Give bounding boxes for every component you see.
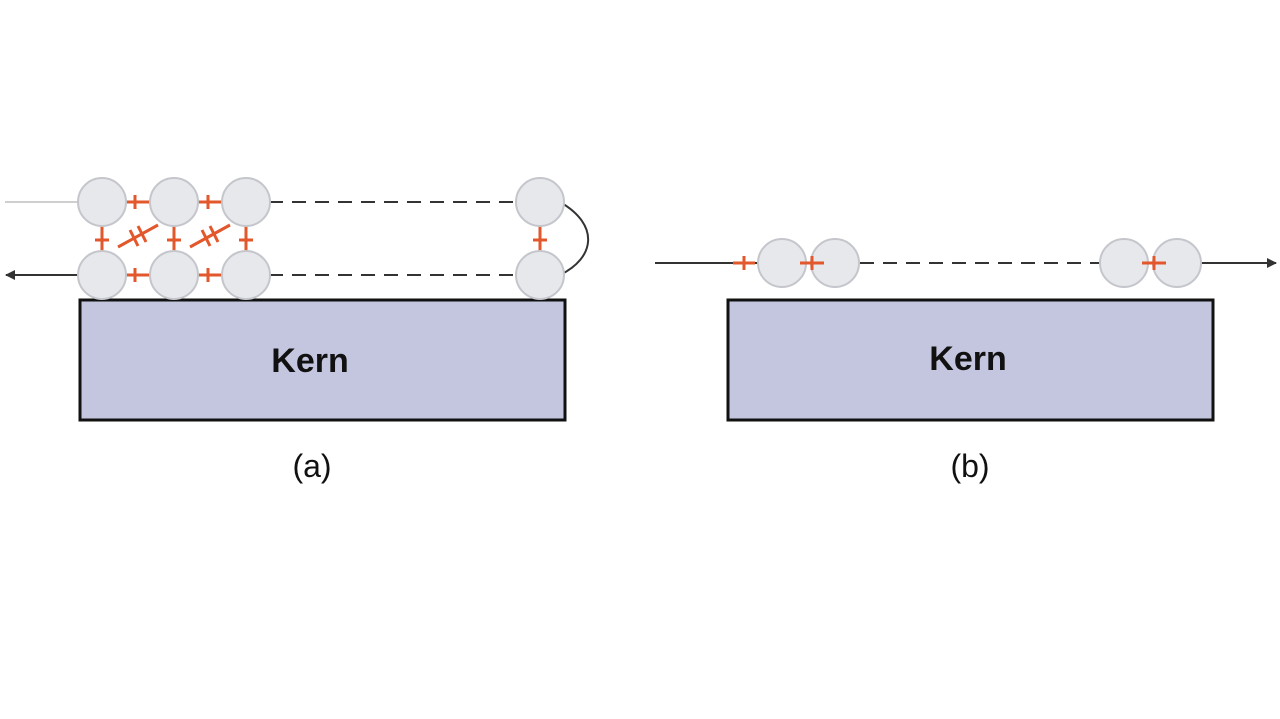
hairpin-loop (559, 201, 590, 276)
bead (149, 250, 199, 300)
bead (221, 250, 271, 300)
bead (149, 177, 199, 227)
bead (221, 177, 271, 227)
bead (1099, 238, 1149, 288)
bond-group-vertical-a (95, 226, 547, 251)
bond-group-b (733, 256, 1166, 270)
panel-caption-b: (b) (950, 448, 989, 484)
bead (515, 250, 565, 300)
bead (515, 177, 565, 227)
bead-group-b (757, 238, 1202, 288)
bead (77, 250, 127, 300)
core-block-b (726, 298, 1215, 422)
core-label-a: Kern (271, 342, 348, 380)
panel-caption-a: (a) (292, 448, 331, 484)
bead (757, 238, 807, 288)
panel-b: Kern (b) (655, 238, 1277, 484)
core-label-b: Kern (929, 340, 1006, 378)
bond-d-2 (189, 223, 231, 249)
panel-a: Kern (5, 177, 590, 484)
bead (77, 177, 127, 227)
bead-group-a (77, 177, 565, 300)
bond-d-1 (117, 223, 159, 249)
core-block-a (78, 298, 567, 422)
bond-group-diagonal-a (117, 223, 231, 249)
